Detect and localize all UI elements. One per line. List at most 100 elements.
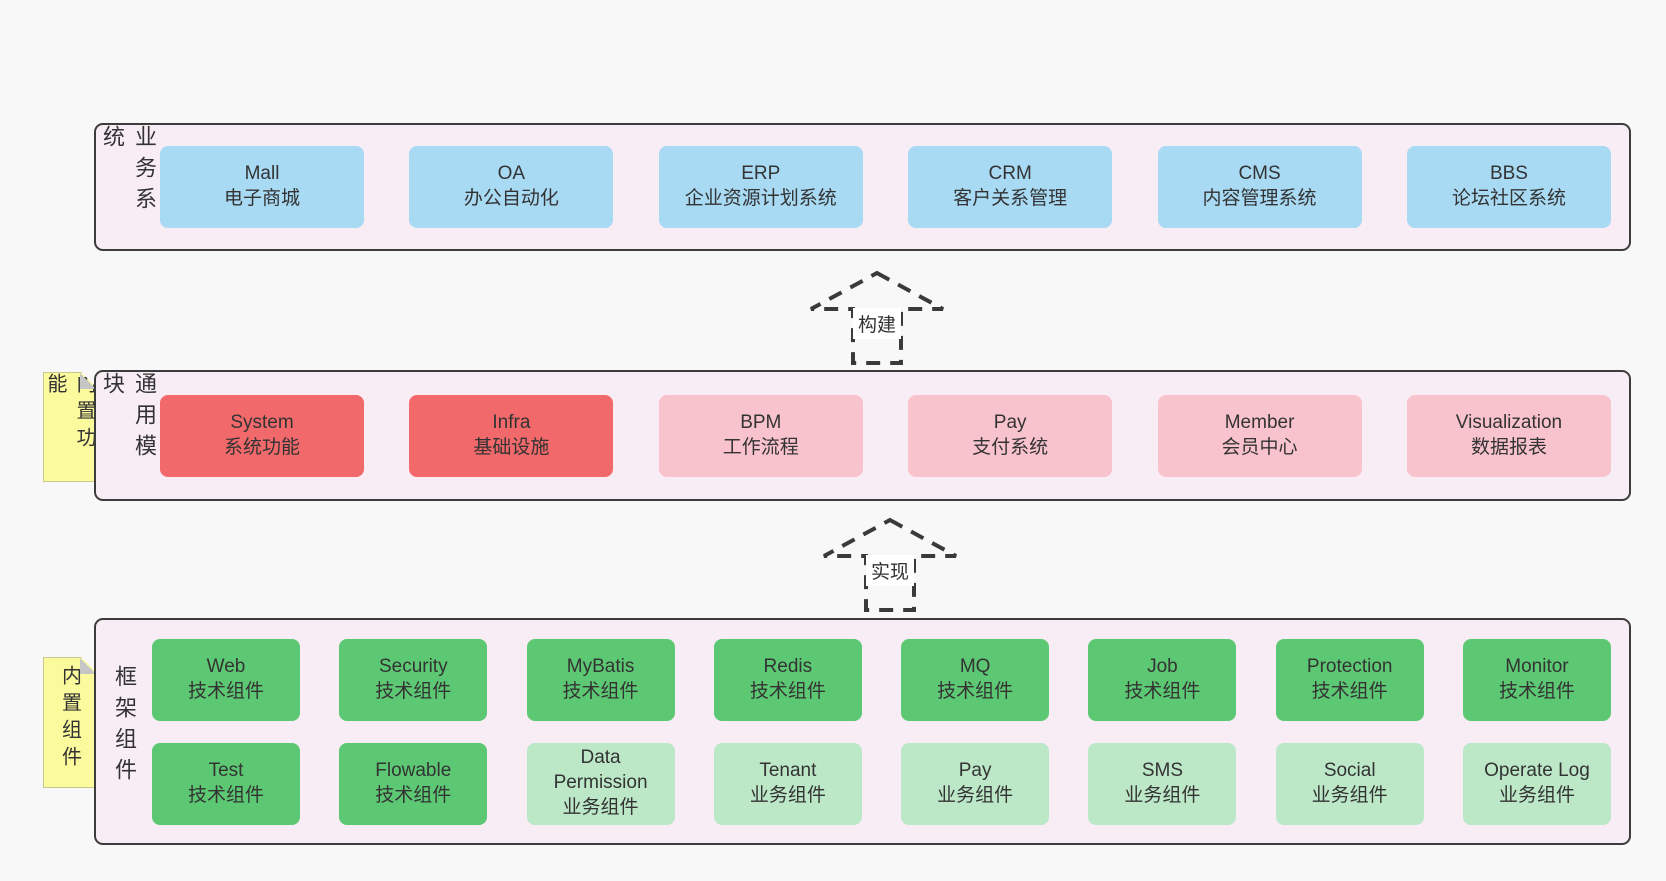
module-box-crm: CRM 客户关系管理 xyxy=(908,146,1113,228)
box-title: Tenant xyxy=(759,759,817,781)
box-subtitle: 技术组件 xyxy=(1498,680,1575,702)
box-subtitle: 业务组件 xyxy=(749,784,826,806)
box-title: Monitor xyxy=(1505,655,1569,677)
box-subtitle: 业务组件 xyxy=(937,784,1014,806)
layer-label-business-systems: 业务系统 xyxy=(100,125,157,218)
box-subtitle: 论坛社区系统 xyxy=(1451,188,1566,209)
module-box-pay: Pay 业务组件 xyxy=(901,742,1050,825)
box-title: Security xyxy=(378,655,448,677)
module-box-visualization: Visualization 数据报表 xyxy=(1406,394,1611,477)
box-subtitle: 会员中心 xyxy=(1221,436,1298,458)
box-subtitle: 业务组件 xyxy=(1311,784,1388,806)
box-title: Social xyxy=(1323,759,1376,781)
module-box-protection: Protection 技术组件 xyxy=(1275,638,1424,721)
module-box-system: System 系统功能 xyxy=(160,394,364,477)
box-subtitle: 业务组件 xyxy=(1124,784,1201,806)
sticky-note-text: 内置功能 xyxy=(44,373,95,454)
box-subtitle: 数据报表 xyxy=(1470,436,1547,458)
box-subtitle: 支付系统 xyxy=(972,436,1049,458)
box-subtitle: 电子商城 xyxy=(223,188,300,209)
box-title: Visualization xyxy=(1455,411,1563,433)
box-subtitle: 技术组件 xyxy=(1124,680,1201,702)
module-box-oa: OA 办公自动化 xyxy=(409,146,614,228)
box-subtitle: 办公自动化 xyxy=(463,188,559,209)
box-title: Mall xyxy=(244,163,280,185)
box-title: Job xyxy=(1147,655,1178,677)
box-subtitle: 技术组件 xyxy=(749,680,826,702)
implement-arrow-label: 实现 xyxy=(865,555,915,586)
box-subtitle: 技术组件 xyxy=(375,680,452,702)
box-subtitle: 企业资源计划系统 xyxy=(684,188,837,209)
box-subtitle: 基础设施 xyxy=(473,436,550,458)
module-box-job: Job 技术组件 xyxy=(1088,638,1237,721)
box-title: System xyxy=(230,411,294,433)
module-box-cms: CMS 内容管理系统 xyxy=(1157,146,1362,228)
box-subtitle: 工作流程 xyxy=(722,436,799,458)
box-subtitle: 客户关系管理 xyxy=(953,188,1068,209)
box-subtitle: 技术组件 xyxy=(187,680,264,702)
box-subtitle: 业务组件 xyxy=(562,796,639,818)
build-arrow-label: 构建 xyxy=(852,308,902,339)
module-box-infra: Infra 基础设施 xyxy=(409,394,614,477)
box-title: Flowable xyxy=(375,759,452,781)
box-title: Data Permission xyxy=(553,747,648,794)
box-title: Member xyxy=(1224,411,1295,433)
layer-label-common-modules: 通用模块 xyxy=(100,372,157,465)
module-box-member: Member 会员中心 xyxy=(1157,394,1362,477)
box-title: CRM xyxy=(988,163,1032,185)
sticky-note-built-in-functions: 内置功能 xyxy=(43,372,97,482)
module-box-security: Security 技术组件 xyxy=(339,638,488,721)
box-row: Mall 电子商城 OA 办公自动化 ERP 企业资源计划系统 CRM 客户关系管理 CMS 内容… xyxy=(160,146,1611,228)
module-box-redis: Redis 技术组件 xyxy=(713,638,862,721)
module-box-tenant: Tenant 业务组件 xyxy=(713,742,862,825)
module-box-sms: SMS 业务组件 xyxy=(1088,742,1237,825)
box-title: BPM xyxy=(740,411,782,433)
box-title: MQ xyxy=(959,655,991,677)
box-title: Protection xyxy=(1306,655,1393,677)
sticky-note-text: 内置组件 xyxy=(58,665,81,773)
box-subtitle: 技术组件 xyxy=(562,680,639,702)
box-title: Redis xyxy=(763,655,813,677)
box-title: Test xyxy=(208,759,244,781)
box-subtitle: 技术组件 xyxy=(187,784,264,806)
box-title: BBS xyxy=(1489,163,1528,185)
box-title: Operate Log xyxy=(1484,759,1590,781)
implement-arrow-icon xyxy=(823,517,957,612)
build-arrow-icon xyxy=(810,270,944,365)
box-title: SMS xyxy=(1141,759,1183,781)
layer-business-systems: 业务系统 Mall 电子商城 OA 办公自动化 ERP 企业资源计划系统 CRM 客户关系管理… xyxy=(94,123,1631,251)
layer-content: Mall 电子商城 OA 办公自动化 ERP 企业资源计划系统 CRM 客户关系管理 CMS 内容… xyxy=(160,125,1629,249)
box-subtitle: 系统功能 xyxy=(223,436,300,458)
box-title: OA xyxy=(497,163,526,185)
module-box-mall: Mall 电子商城 xyxy=(160,146,364,228)
module-box-social: Social 业务组件 xyxy=(1275,742,1424,825)
box-subtitle: 技术组件 xyxy=(1311,680,1388,702)
module-box-erp: ERP 企业资源计划系统 xyxy=(658,146,863,228)
module-box-bbs: BBS 论坛社区系统 xyxy=(1406,146,1611,228)
box-subtitle: 内容管理系统 xyxy=(1202,188,1317,209)
box-title: Pay xyxy=(958,759,992,781)
module-box-test: Test 技术组件 xyxy=(152,742,300,825)
box-title: Web xyxy=(206,655,246,677)
module-box-bpm: BPM 工作流程 xyxy=(658,394,863,477)
layer-label-framework-components: 框架组件 xyxy=(112,665,137,789)
module-box-monitor: Monitor 技术组件 xyxy=(1462,638,1611,721)
box-title: Infra xyxy=(492,411,531,433)
box-title: ERP xyxy=(741,163,781,185)
module-box-web: Web 技术组件 xyxy=(152,638,300,721)
box-title: CMS xyxy=(1238,163,1281,185)
